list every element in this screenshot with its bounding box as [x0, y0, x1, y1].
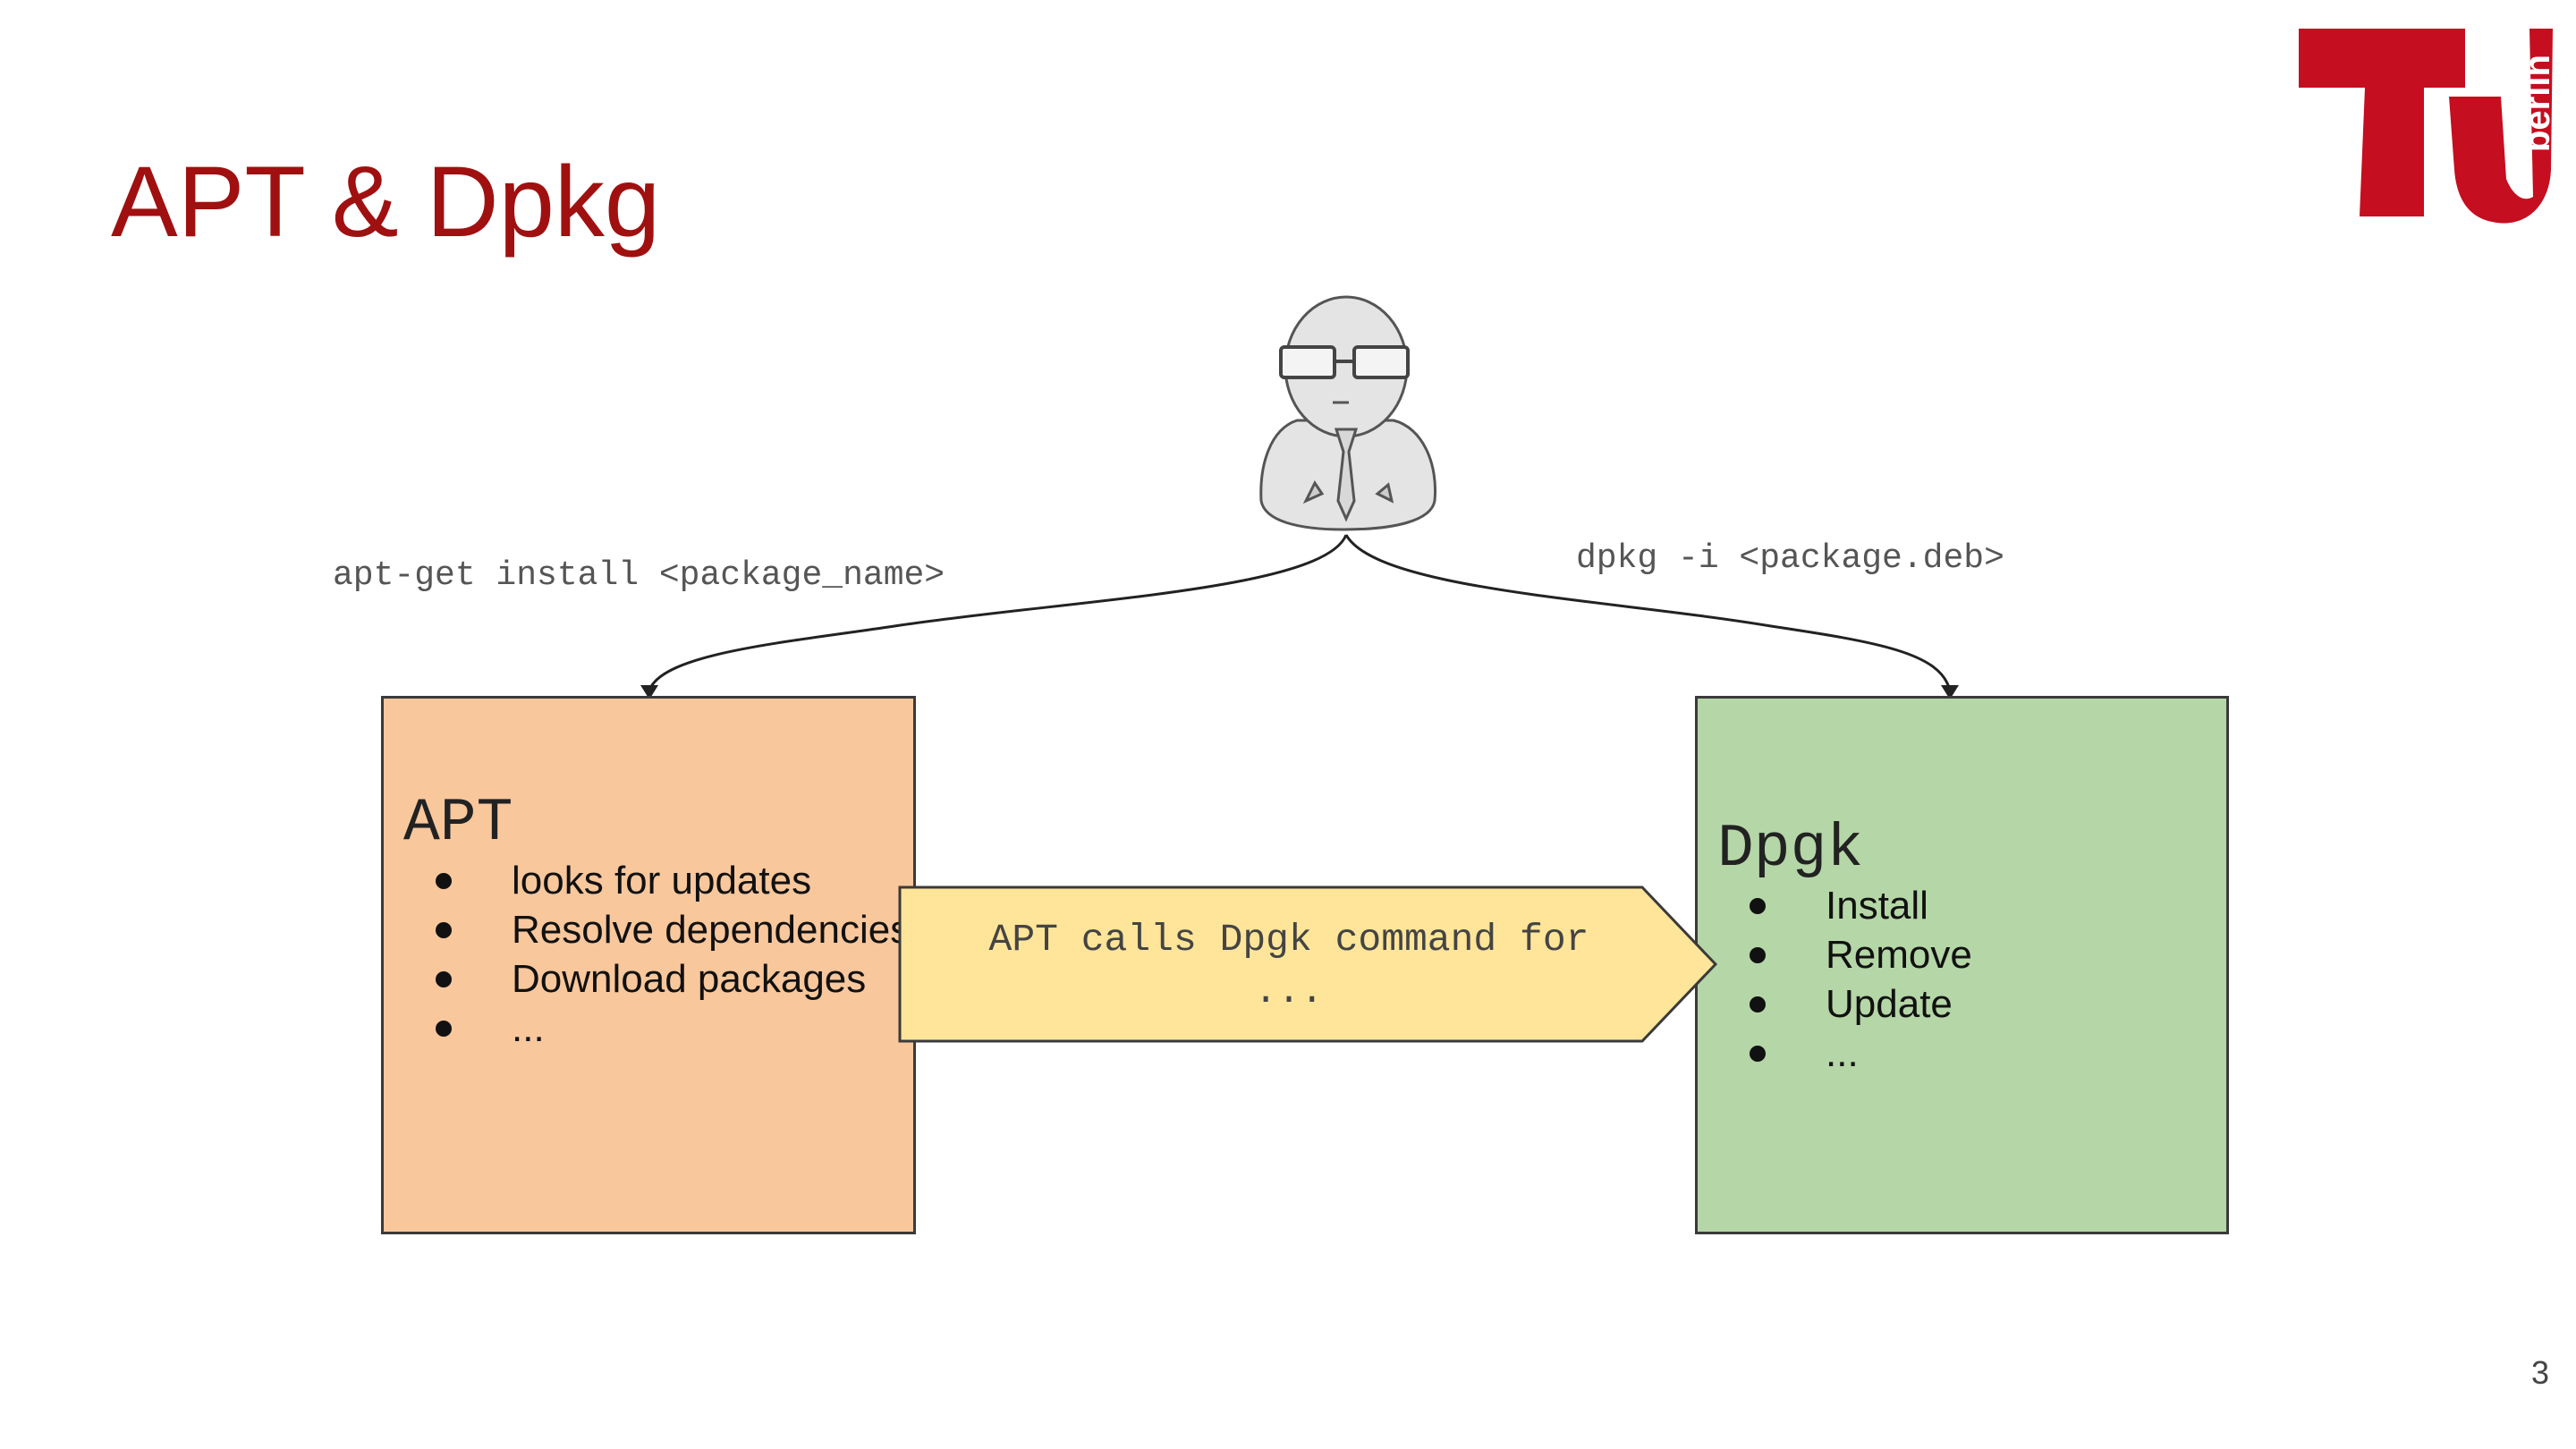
- person-with-glasses-icon: [1259, 295, 1437, 531]
- bullet-icon: [1750, 1046, 1766, 1062]
- list-item: Update: [1698, 979, 2199, 1029]
- list-item: looks for updates: [384, 856, 920, 905]
- list-item: ...: [1698, 1029, 2199, 1078]
- list-item: Resolve dependencies: [384, 905, 920, 954]
- bullet-icon: [436, 971, 452, 987]
- tu-berlin-logo: berlin: [2299, 29, 2557, 224]
- bullet-icon: [436, 1021, 452, 1037]
- dpkg-box: Dpgk Install Remove Update ...: [1695, 696, 2229, 1234]
- arrow-label-line2: ...: [1254, 970, 1324, 1013]
- list-item: Remove: [1698, 930, 2199, 979]
- arrow-label-line1: APT calls Dpgk command for: [988, 918, 1589, 962]
- apt-item-label: looks for updates: [512, 859, 812, 902]
- list-item: Install: [1698, 881, 2199, 930]
- apt-box: APT looks for updates Resolve dependenci…: [381, 696, 916, 1234]
- dpkg-item-label: Update: [1826, 982, 1953, 1026]
- apt-item-label: Download packages: [512, 957, 867, 1001]
- dpkg-feature-list: Install Remove Update ...: [1698, 881, 2199, 1078]
- bullet-icon: [1750, 898, 1766, 914]
- dpkg-item-label: Install: [1826, 884, 1928, 928]
- slide-title: APT & Dpkg: [111, 146, 661, 258]
- arrow-label: APT calls Dpgk command for ...: [900, 914, 1678, 1018]
- page-number: 3: [2530, 1354, 2549, 1391]
- dpkg-item-label: ...: [1826, 1031, 1859, 1075]
- apt-get-command: apt-get install <package_name>: [333, 556, 945, 595]
- apt-item-label: ...: [512, 1006, 545, 1050]
- list-item: Download packages: [384, 954, 920, 1004]
- apt-box-title: APT: [403, 789, 513, 858]
- bullet-icon: [436, 873, 452, 889]
- dpkg-command: dpkg -i <package.deb>: [1576, 539, 2004, 578]
- apt-to-dpkg-arrow: [898, 886, 1718, 1043]
- bullet-icon: [1750, 996, 1766, 1013]
- apt-feature-list: looks for updates Resolve dependencies D…: [384, 856, 920, 1053]
- bullet-icon: [436, 922, 452, 938]
- list-item: ...: [384, 1004, 920, 1053]
- dpkg-box-title: Dpgk: [1717, 815, 1864, 884]
- logo-text: berlin: [2518, 55, 2557, 152]
- dpkg-item-label: Remove: [1826, 933, 1972, 977]
- apt-item-label: Resolve dependencies: [512, 908, 911, 952]
- bullet-icon: [1750, 947, 1766, 963]
